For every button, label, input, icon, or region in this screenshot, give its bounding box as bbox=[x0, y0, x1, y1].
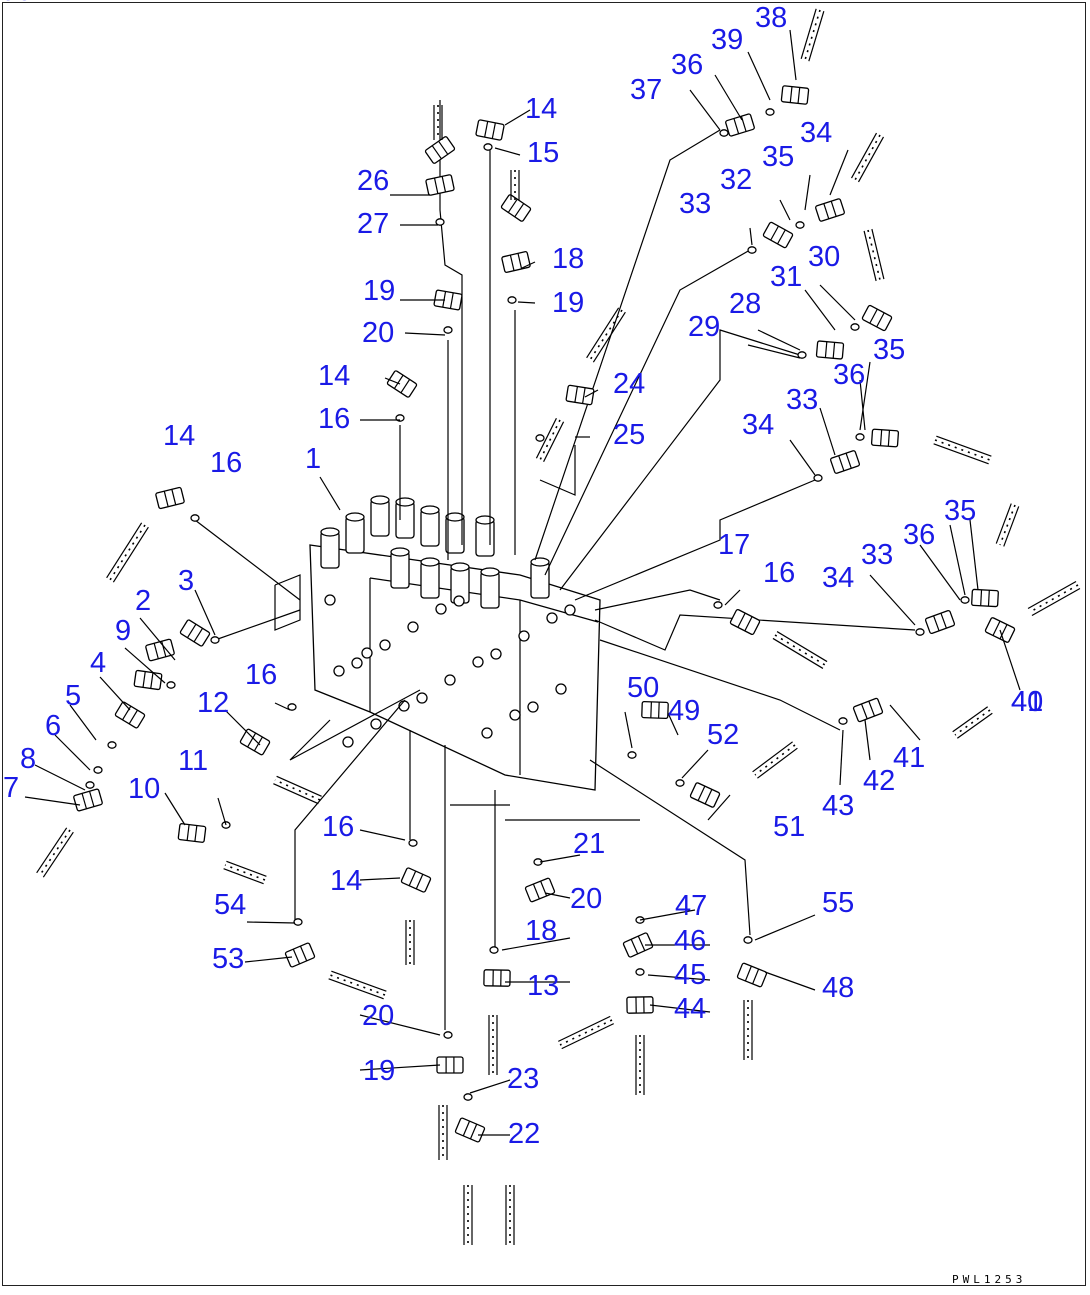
diagram-border bbox=[2, 2, 1086, 1286]
